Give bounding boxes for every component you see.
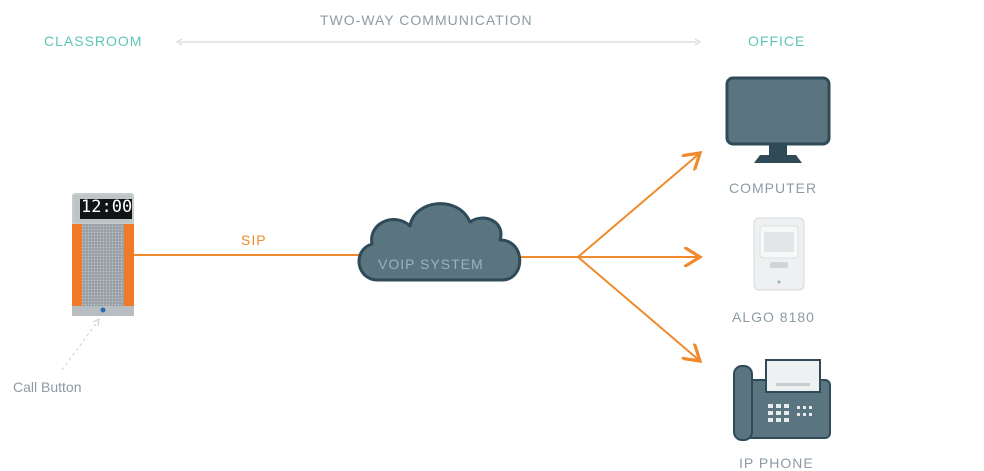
voip-system-label: VOIP SYSTEM (378, 256, 484, 272)
classroom-label: CLASSROOM (44, 33, 143, 49)
arrow-to-computer (577, 153, 700, 258)
algo-8180-label: ALGO 8180 (732, 309, 815, 325)
ip-phone-label: IP PHONE (739, 455, 814, 471)
two-way-communication-label: TWO-WAY COMMUNICATION (320, 12, 533, 28)
ip-phone-icon (733, 359, 831, 441)
computer-label: COMPUTER (729, 180, 818, 196)
clock-display: 12:00 (81, 197, 133, 217)
speaker-device-icon (72, 193, 134, 316)
call-button-pointer (61, 320, 99, 371)
cloud-icon (357, 202, 522, 282)
computer-icon (725, 76, 831, 163)
algo-8180-icon (753, 217, 805, 291)
call-button-label: Call Button (13, 379, 82, 395)
arrow-to-phone (577, 256, 700, 361)
sip-label: SIP (241, 232, 267, 248)
office-label: OFFICE (748, 33, 806, 49)
